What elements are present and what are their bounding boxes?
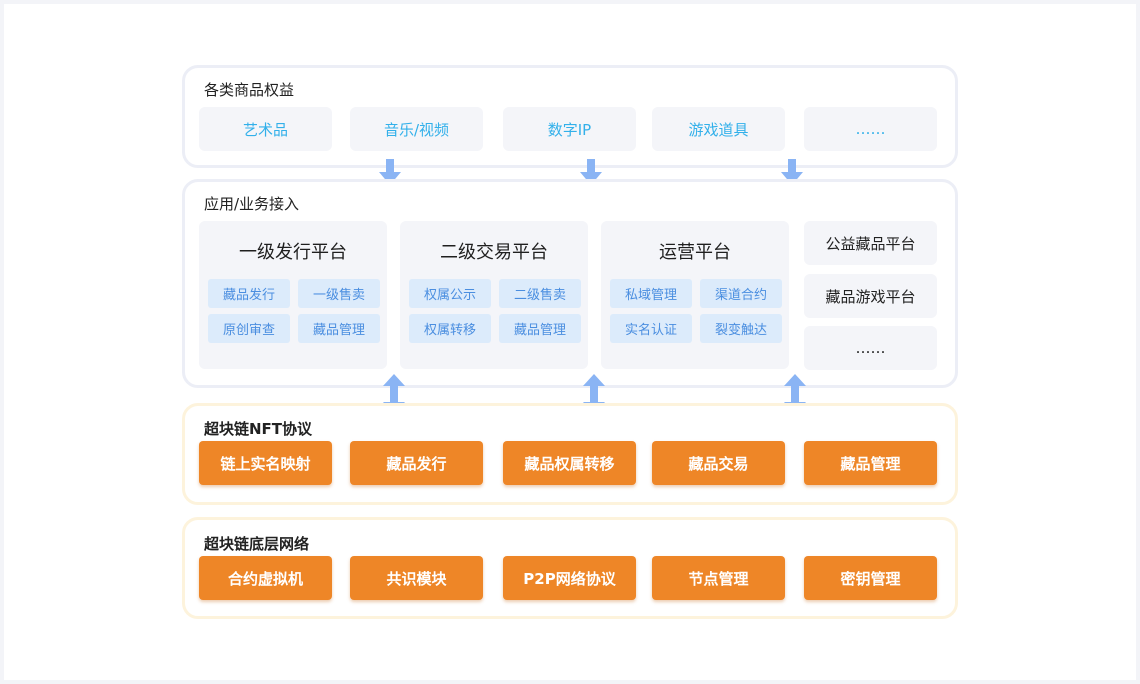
arrow-down-icon xyxy=(781,159,803,185)
side-platform-game: 藏品游戏平台 xyxy=(804,274,937,318)
platform-secondary-title: 二级交易平台 xyxy=(440,242,548,263)
rights-title: 各类商品权益 xyxy=(204,81,295,99)
sub-chip: 权属转移 xyxy=(409,314,491,343)
sub-chip: 二级售卖 xyxy=(499,279,581,308)
platform-operations: 运营平台 私域管理 渠道合约 实名认证 裂变触达 xyxy=(601,221,789,369)
nft-item: 藏品发行 xyxy=(350,441,483,485)
arrow-down-icon xyxy=(580,159,602,185)
sub-chip: 渠道合约 xyxy=(700,279,782,308)
sub-chip: 藏品管理 xyxy=(499,314,581,343)
sub-chip: 原创审查 xyxy=(208,314,290,343)
side-platform-charity: 公益藏品平台 xyxy=(804,221,937,265)
sub-chip: 藏品管理 xyxy=(298,314,380,343)
sub-chip: 权属公示 xyxy=(409,279,491,308)
sub-chip: 一级售卖 xyxy=(298,279,380,308)
sub-chip: 裂变触达 xyxy=(700,314,782,343)
nft-item: 藏品管理 xyxy=(804,441,937,485)
base-item: 节点管理 xyxy=(652,556,785,600)
nft-item: 藏品交易 xyxy=(652,441,785,485)
platform-primary: 一级发行平台 藏品发行 一级售卖 原创审查 藏品管理 xyxy=(199,221,387,369)
sub-chip: 藏品发行 xyxy=(208,279,290,308)
nft-item: 链上实名映射 xyxy=(199,441,332,485)
sub-chip: 私域管理 xyxy=(610,279,692,308)
side-platform-more: …… xyxy=(804,326,937,370)
base-item: 合约虚拟机 xyxy=(199,556,332,600)
rights-item-music-video: 音乐/视频 xyxy=(350,107,483,151)
rights-item-game-props: 游戏道具 xyxy=(652,107,785,151)
base-item: P2P网络协议 xyxy=(503,556,636,600)
rights-item-art: 艺术品 xyxy=(199,107,332,151)
base-item: 共识模块 xyxy=(350,556,483,600)
rights-item-digital-ip: 数字IP xyxy=(503,107,636,151)
platform-secondary: 二级交易平台 权属公示 二级售卖 权属转移 藏品管理 xyxy=(400,221,588,369)
arrow-down-icon xyxy=(379,159,401,185)
sub-chip: 实名认证 xyxy=(610,314,692,343)
platform-operations-title: 运营平台 xyxy=(659,242,731,263)
base-item: 密钥管理 xyxy=(804,556,937,600)
rights-item-more: …… xyxy=(804,107,937,151)
base-title: 超块链底层网络 xyxy=(204,535,310,553)
apps-title: 应用/业务接入 xyxy=(204,195,300,213)
platform-primary-title: 一级发行平台 xyxy=(239,242,347,263)
nft-title: 超块链NFT协议 xyxy=(204,420,313,438)
nft-item: 藏品权属转移 xyxy=(503,441,636,485)
